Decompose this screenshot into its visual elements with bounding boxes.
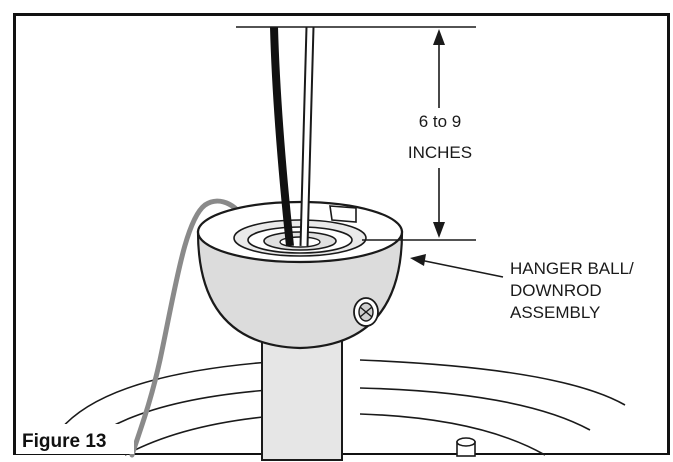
set-screw: [353, 297, 379, 327]
downrod: [261, 329, 343, 461]
screw-bracket: [456, 437, 476, 457]
arrow-up-icon: [433, 29, 445, 45]
dimension-text-line1: 6 to 9: [419, 112, 462, 131]
dimension-text-line2: INCHES: [408, 143, 472, 162]
figure-label: Figure 13: [22, 431, 106, 452]
leader-arrow-icon: [410, 254, 426, 266]
figure-label-box: [16, 424, 134, 454]
callout-line1: HANGER BALL/: [510, 259, 634, 278]
black-wire: [270, 26, 294, 247]
arrow-down-icon: [433, 222, 445, 238]
callout-line3: ASSEMBLY: [510, 303, 600, 322]
hanger-ball: [196, 200, 404, 350]
ground-wire: [129, 198, 251, 458]
callout-leader: [410, 254, 504, 278]
dimension-indicator: [236, 26, 476, 241]
callout-line2: DOWNROD: [510, 281, 602, 300]
